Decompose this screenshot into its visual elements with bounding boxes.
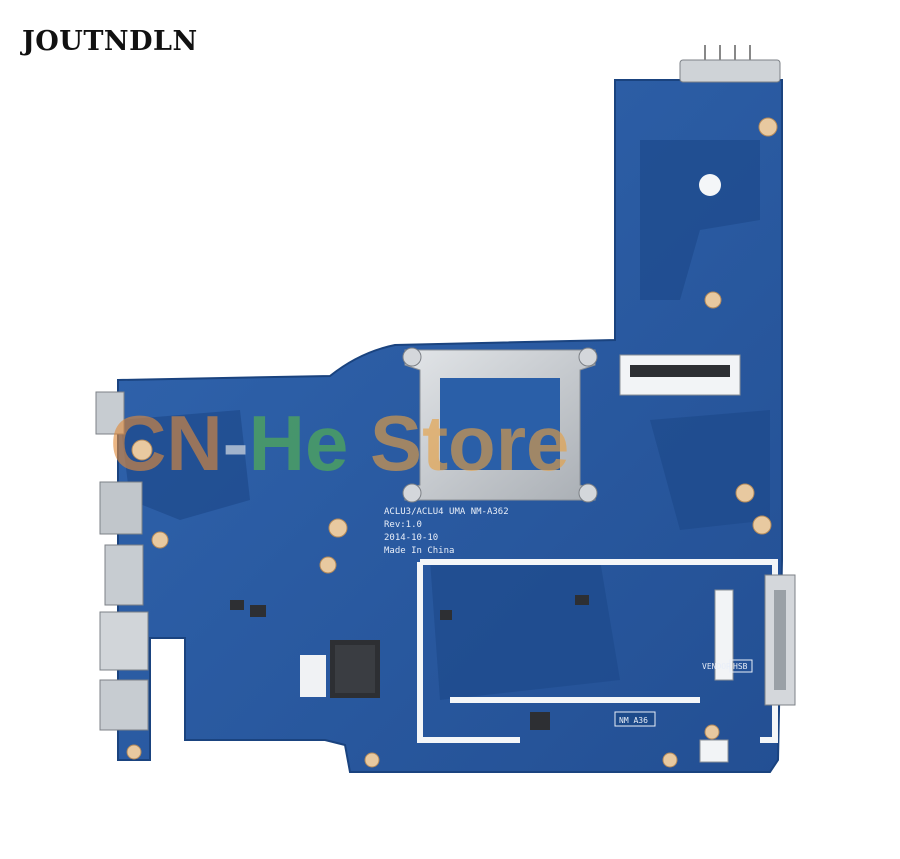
white-component	[699, 174, 721, 196]
watermark-he: He	[249, 399, 349, 487]
sata-connector	[764, 574, 796, 706]
watermark-cn: CN	[110, 399, 223, 487]
silk-model: ACLU3/ACLU4 UMA NM-A362	[384, 507, 509, 517]
watermark-dash: -	[223, 399, 249, 487]
watermark-store: Store	[348, 399, 569, 487]
trace-areas	[120, 140, 770, 700]
mounting-pads	[126, 117, 778, 768]
vendor-box	[729, 659, 753, 673]
cpu-heatsink-bracket	[402, 347, 598, 503]
left-ports	[95, 391, 149, 731]
silk-vendor-code: HSB	[733, 662, 748, 671]
silk-nm-label: NM A36	[619, 716, 648, 725]
power-connector	[679, 45, 781, 83]
chips	[230, 595, 589, 730]
silk-rev: Rev:1.0	[384, 520, 422, 530]
nm-label-box	[614, 711, 656, 727]
ribbon-connectors	[619, 354, 741, 763]
silk-origin: Made In China	[384, 546, 454, 556]
silk-date: 2014-10-10	[384, 533, 438, 543]
watermark-text: CN-He Store	[110, 399, 569, 487]
brand-logo: JOUTNDLN	[22, 26, 198, 57]
silk-vendor: VENDOR	[702, 662, 731, 671]
